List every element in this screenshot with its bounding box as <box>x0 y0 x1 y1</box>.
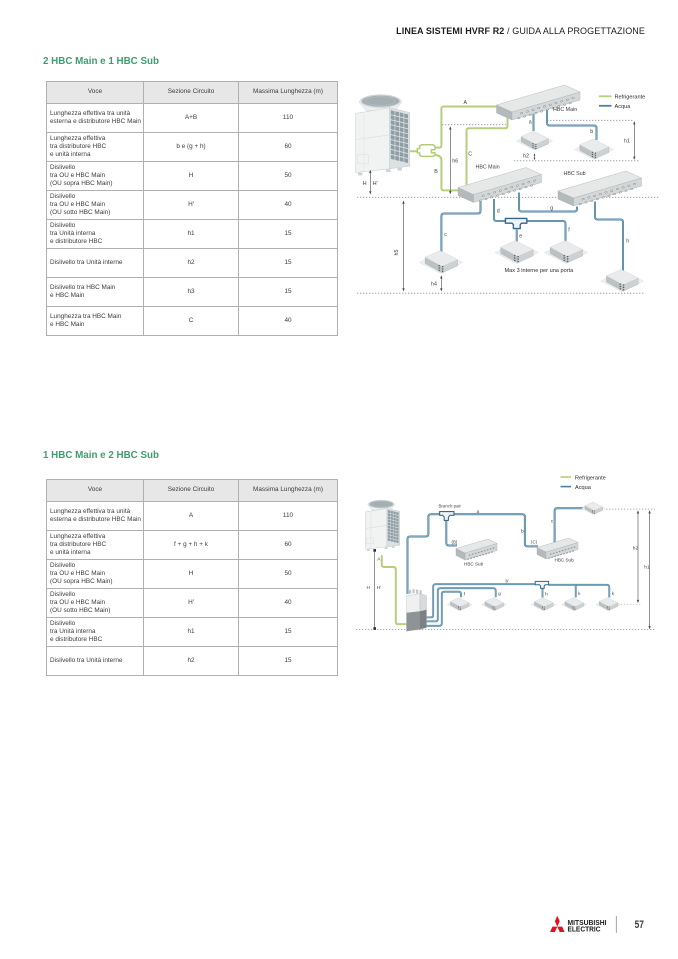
svg-text:h5: h5 <box>394 250 400 256</box>
svg-text:Refrigerante: Refrigerante <box>615 95 646 101</box>
svg-text:g: g <box>550 206 553 212</box>
svg-text:Branch pair: Branch pair <box>439 503 462 508</box>
svg-text:a: a <box>529 120 532 126</box>
svg-text:e: e <box>519 234 522 240</box>
svg-text:ELECTRIC: ELECTRIC <box>568 925 601 934</box>
svg-text:C: C <box>468 152 472 158</box>
svg-text:HBC Main: HBC Main <box>553 107 577 113</box>
svg-text:h: h <box>626 239 629 245</box>
svg-text:HBC Sub: HBC Sub <box>564 171 586 177</box>
svg-text:f: f <box>464 592 466 597</box>
svg-text:h2: h2 <box>523 154 529 160</box>
svg-text:Acqua: Acqua <box>615 104 632 110</box>
svg-text:c: c <box>551 520 554 525</box>
svg-text:MITSUBISHI: MITSUBISHI <box>568 918 607 927</box>
svg-text:57: 57 <box>635 919 644 931</box>
svg-text:Refrigerante: Refrigerante <box>575 475 606 481</box>
svg-text:H′: H′ <box>373 181 378 187</box>
svg-text:b′: b′ <box>506 578 509 583</box>
svg-text:h1: h1 <box>644 565 650 571</box>
svg-text:Acqua: Acqua <box>575 485 592 491</box>
svg-text:h: h <box>545 591 548 596</box>
svg-text:HBC Sub: HBC Sub <box>464 562 484 567</box>
svg-text:b: b <box>590 129 593 135</box>
svg-text:a: a <box>477 510 480 515</box>
svg-text:h1: h1 <box>624 139 630 145</box>
svg-text:H: H <box>367 585 371 591</box>
svg-text:(C): (C) <box>531 540 538 545</box>
svg-text:(B): (B) <box>452 540 458 545</box>
svg-text:HBC Sub: HBC Sub <box>555 558 575 563</box>
svg-text:k: k <box>612 591 615 596</box>
svg-text:h6: h6 <box>452 159 458 165</box>
svg-text:h2: h2 <box>633 546 639 552</box>
svg-text:k: k <box>578 591 581 596</box>
svg-text:A: A <box>377 557 381 563</box>
svg-text:B: B <box>434 169 438 175</box>
svg-text:H: H <box>363 181 367 187</box>
svg-text:g: g <box>498 591 501 596</box>
svg-text:H′: H′ <box>377 585 381 591</box>
svg-text:b: b <box>521 529 524 535</box>
svg-text:Max 3 interne per una porta: Max 3 interne per una porta <box>505 268 575 274</box>
svg-text:HBC Main: HBC Main <box>476 164 500 170</box>
svg-text:A: A <box>464 100 468 106</box>
svg-text:c: c <box>444 232 447 238</box>
svg-text:f: f <box>568 228 570 234</box>
svg-text:h4: h4 <box>431 282 437 288</box>
svg-text:d: d <box>497 209 500 215</box>
